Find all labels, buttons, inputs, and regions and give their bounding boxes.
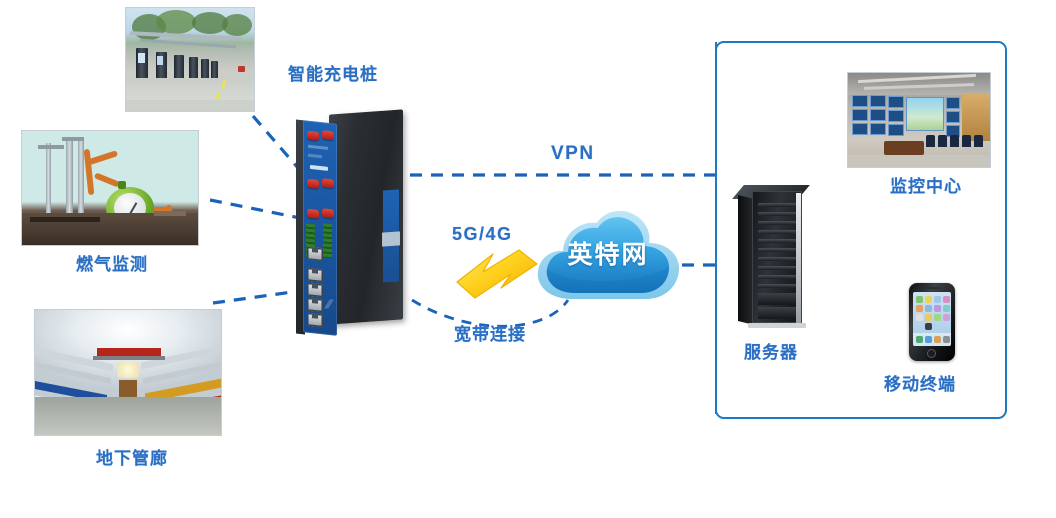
- label-mobile-terminal: 移动终端: [884, 375, 956, 394]
- label-broadband-connection: 宽带连接: [454, 325, 526, 344]
- label-monitoring-center: 监控中心: [890, 177, 962, 196]
- link-broadband-arc: [411, 298, 570, 328]
- antenna-connector: [307, 130, 319, 141]
- antenna-connector: [307, 208, 319, 219]
- label-smart-charging-pile: 智能充电桩: [288, 65, 378, 84]
- industrial-router[interactable]: [296, 109, 407, 338]
- photo-monitoring-center: [848, 73, 990, 167]
- rj45-port: [307, 312, 323, 328]
- antenna-connector: [322, 208, 334, 219]
- link-tunnel-to-router: [212, 288, 308, 305]
- photo-gas-monitoring: [22, 131, 198, 245]
- server-rack[interactable]: [732, 185, 820, 331]
- rj45-port: [307, 246, 323, 262]
- phone-screen: [913, 292, 951, 346]
- label-vpn: VPN: [551, 143, 595, 164]
- rj45-port: [307, 267, 323, 283]
- label-gas-monitoring: 燃气监测: [76, 255, 148, 274]
- terminal-block: [323, 223, 332, 259]
- lightning-bolt-icon: [456, 249, 538, 299]
- rj45-port: [307, 297, 323, 313]
- photo-underground-pipe-gallery: [35, 310, 221, 435]
- label-server: 服务器: [744, 343, 798, 362]
- label-underground-pipe-gallery: 地下管廊: [96, 449, 168, 468]
- mobile-phone[interactable]: [909, 283, 955, 361]
- router-front-panel: [303, 120, 337, 336]
- cloud-label: 英特网: [567, 241, 649, 269]
- antenna-connector: [322, 178, 334, 189]
- antenna-connector: [322, 130, 334, 141]
- antenna-connector: [307, 178, 319, 189]
- rj45-port: [307, 282, 323, 298]
- link-gas-to-router: [209, 198, 301, 220]
- photo-smart-charging-pile: [126, 8, 254, 111]
- internet-cloud[interactable]: 英特网: [528, 205, 688, 307]
- label-cellular-5g-4g: 5G/4G: [452, 224, 513, 244]
